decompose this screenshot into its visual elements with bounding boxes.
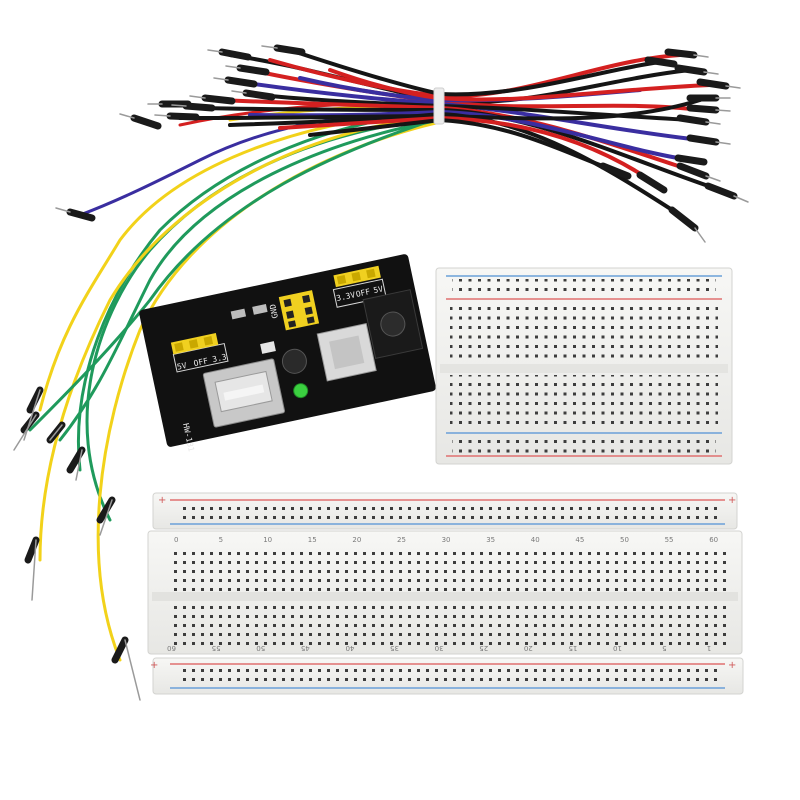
smd-component: [260, 341, 276, 354]
column-number-top: 15: [308, 536, 317, 544]
column-number-top: 0: [174, 536, 178, 544]
column-number-top: 45: [575, 536, 584, 544]
column-number-bottom: 30: [435, 644, 444, 652]
small-breadboard: [435, 267, 733, 465]
column-number-top: 10: [263, 536, 272, 544]
column-number-bottom: 60: [167, 644, 176, 652]
terminal-holes-lower: [168, 603, 728, 649]
power-rail-holes-bottom: [180, 667, 720, 685]
jumper-left-label-3: 3.3: [211, 352, 227, 364]
rail-plus-mark-bottom-right: +: [728, 660, 736, 671]
power-rail-holes-top: [180, 503, 720, 521]
terminal-holes-lower: [450, 375, 718, 430]
terminal-holes-upper: [450, 305, 718, 363]
jumper-left-label-1: 5V: [176, 361, 187, 372]
power-led: [293, 383, 309, 399]
dc-barrel-jack: [362, 289, 424, 359]
terminal-holes-upper: [168, 546, 728, 592]
column-number-top: 20: [352, 536, 361, 544]
column-number-bottom: 20: [524, 644, 533, 652]
usb-port: [202, 358, 285, 428]
capacitor: [281, 348, 307, 374]
column-number-bottom: 25: [479, 644, 488, 652]
column-number-bottom: 1: [707, 644, 711, 652]
power-rail-holes-bottom: [452, 436, 716, 454]
gnd-label: GND: [268, 303, 280, 319]
column-number-top: 30: [442, 536, 451, 544]
rail-plus-mark-top-left: +: [158, 495, 166, 506]
column-number-bottom: 5: [662, 644, 666, 652]
column-number-bottom: 15: [568, 644, 577, 652]
power-rail-holes-top: [452, 279, 716, 297]
rail-plus-mark-bottom-left: +: [150, 660, 158, 671]
jumper-right-label-3: 5V: [373, 284, 384, 295]
column-number-bottom: 55: [212, 644, 221, 652]
column-number-top: 50: [620, 536, 629, 544]
column-number-bottom: 40: [345, 644, 354, 652]
column-number-bottom: 45: [301, 644, 310, 652]
jumper-header-left: [170, 333, 219, 355]
power-supply-module: HW-131 5V OFF 3.3 3.3V OFF 5V GND: [139, 254, 436, 453]
jumper-right-label-1: 3.3V: [335, 290, 356, 303]
column-numbers-bottom: 60 55 50 45 40 35 30 25 20 15 10 5 1: [167, 644, 711, 652]
column-number-top: 35: [486, 536, 495, 544]
column-numbers-top: 0 5 10 15 20 25 30 35 40 45 50 55 60: [174, 536, 718, 544]
column-number-bottom: 35: [390, 644, 399, 652]
output-pin-header: [278, 290, 320, 331]
column-number-top: 5: [219, 536, 223, 544]
column-number-bottom: 10: [613, 644, 622, 652]
jumper-wire-bundle: [13, 44, 749, 701]
power-switch-button: [316, 322, 377, 382]
column-number-top: 25: [397, 536, 406, 544]
column-number-top: 55: [665, 536, 674, 544]
column-number-bottom: 50: [256, 644, 265, 652]
column-number-top: 60: [709, 536, 718, 544]
cable-tie: [433, 87, 445, 125]
column-number-top: 40: [531, 536, 540, 544]
jumper-header-right: [333, 265, 381, 288]
jumper-left-label-2: OFF: [193, 356, 209, 368]
rail-plus-mark-top-right: +: [728, 495, 736, 506]
jumper-right-label-2: OFF: [355, 287, 371, 299]
